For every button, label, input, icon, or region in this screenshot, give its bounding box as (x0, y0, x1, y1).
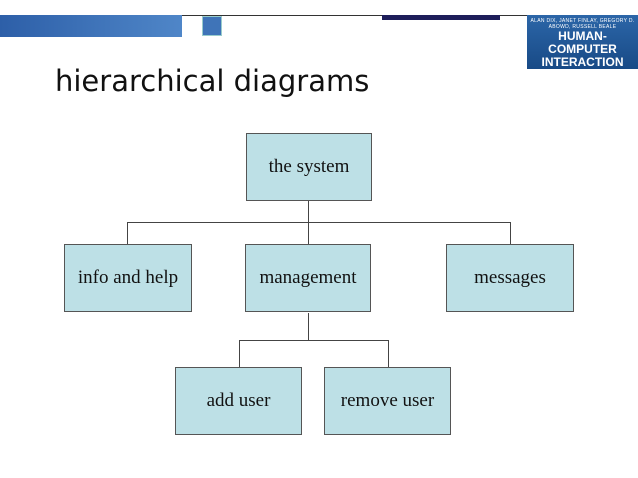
book-logo: ALAN DIX, JANET FINLAY, GREGORY D. ABOWD… (527, 15, 638, 74)
connector (127, 222, 128, 244)
connector (510, 222, 511, 244)
connector (308, 313, 309, 340)
logo-title: HUMAN-COMPUTER INTERACTION (541, 29, 624, 69)
node-the-system: the system (246, 133, 372, 201)
banner-icon (202, 16, 222, 36)
header-bar (382, 15, 500, 20)
connector (388, 340, 389, 367)
connector (308, 222, 309, 244)
slide-title: hierarchical diagrams (55, 64, 370, 98)
node-messages: messages (446, 244, 574, 312)
logo-authors: ALAN DIX, JANET FINLAY, GREGORY D. ABOWD… (530, 18, 635, 30)
header-banner (0, 15, 182, 37)
node-info-and-help: info and help (64, 244, 192, 312)
divider (182, 15, 528, 16)
connector (308, 201, 309, 222)
node-add-user: add user (175, 367, 302, 435)
connector (127, 222, 511, 223)
node-management: management (245, 244, 371, 312)
connector (239, 340, 389, 341)
logo-edition: THIRD EDITION (567, 69, 598, 74)
node-remove-user: remove user (324, 367, 451, 435)
connector (239, 340, 240, 367)
